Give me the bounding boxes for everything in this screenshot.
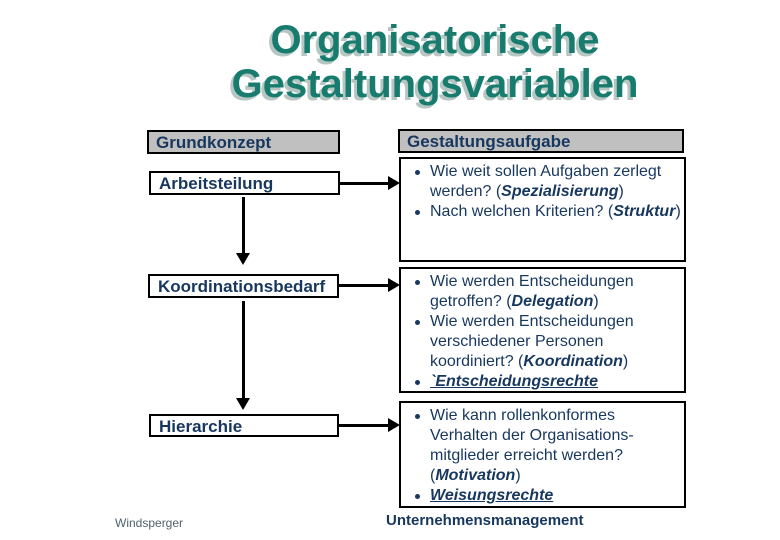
bullet-item: Wie kann rollenkonformes Verhalten der O… (413, 406, 682, 486)
slide-title: Organisatorische Gestaltungsvariablen (231, 18, 639, 106)
bullet-text: Wie weit sollen Aufgaben zerlegt werden?… (430, 163, 662, 200)
bullet-icon (415, 380, 420, 385)
arrow-down-icon (236, 398, 250, 410)
bullet-item: Nach welchen Kriterien? (Struktur) (413, 202, 682, 222)
arrow-line (339, 424, 389, 427)
bullet-text: Nach welchen Kriterien? (Struktur) (430, 203, 681, 220)
bullet-text: Wie werden Entscheidungen getroffen? (De… (430, 273, 634, 310)
bullet-icon (415, 210, 420, 215)
bullet-text: Wie kann rollenkonformes Verhalten der O… (430, 407, 634, 484)
task-box-spezialisierung: Wie weit sollen Aufgaben zerlegt werden?… (399, 157, 686, 262)
arrow-down-icon (236, 253, 250, 265)
bullet-icon (415, 320, 420, 325)
footer-course: Unternehmensmanagement (386, 512, 584, 529)
box-hierarchie: Hierarchie (149, 414, 339, 437)
bullet-icon (415, 414, 420, 419)
bullet-icon (415, 280, 420, 285)
task-box-motivation: Wie kann rollenkonformes Verhalten der O… (399, 401, 686, 508)
arrow-line (242, 197, 245, 255)
box-arbeitsteilung: Arbeitsteilung (149, 171, 340, 195)
arrow-line (340, 182, 389, 185)
bullet-text: `Entscheidungsrechte (430, 373, 599, 390)
arrow-line (339, 284, 389, 287)
arrow-right-icon (388, 418, 400, 432)
box-koordinationsbedarf: Koordinationsbedarf (148, 274, 339, 298)
bullet-text: Wie werden Entscheidungen verschiedener … (430, 313, 634, 370)
bullet-item: Weisungsrechte (413, 486, 682, 506)
arrow-right-icon (388, 176, 400, 190)
right-column-header: Gestaltungsaufgabe (398, 129, 684, 153)
bullet-item: Wie werden Entscheidungen getroffen? (De… (413, 272, 682, 312)
arrow-right-icon (388, 278, 400, 292)
bullet-text: Weisungsrechte (430, 487, 554, 504)
footer-author: Windsperger (115, 516, 184, 530)
bullet-item: Wie weit sollen Aufgaben zerlegt werden?… (413, 162, 682, 202)
bullet-icon (415, 494, 420, 499)
bullet-item: `Entscheidungsrechte (413, 372, 682, 392)
bullet-icon (415, 170, 420, 175)
left-column-header: Grundkonzept (147, 130, 340, 154)
bullet-item: Wie werden Entscheidungen verschiedener … (413, 312, 682, 372)
task-box-delegation: Wie werden Entscheidungen getroffen? (De… (399, 267, 686, 393)
arrow-line (242, 301, 245, 399)
